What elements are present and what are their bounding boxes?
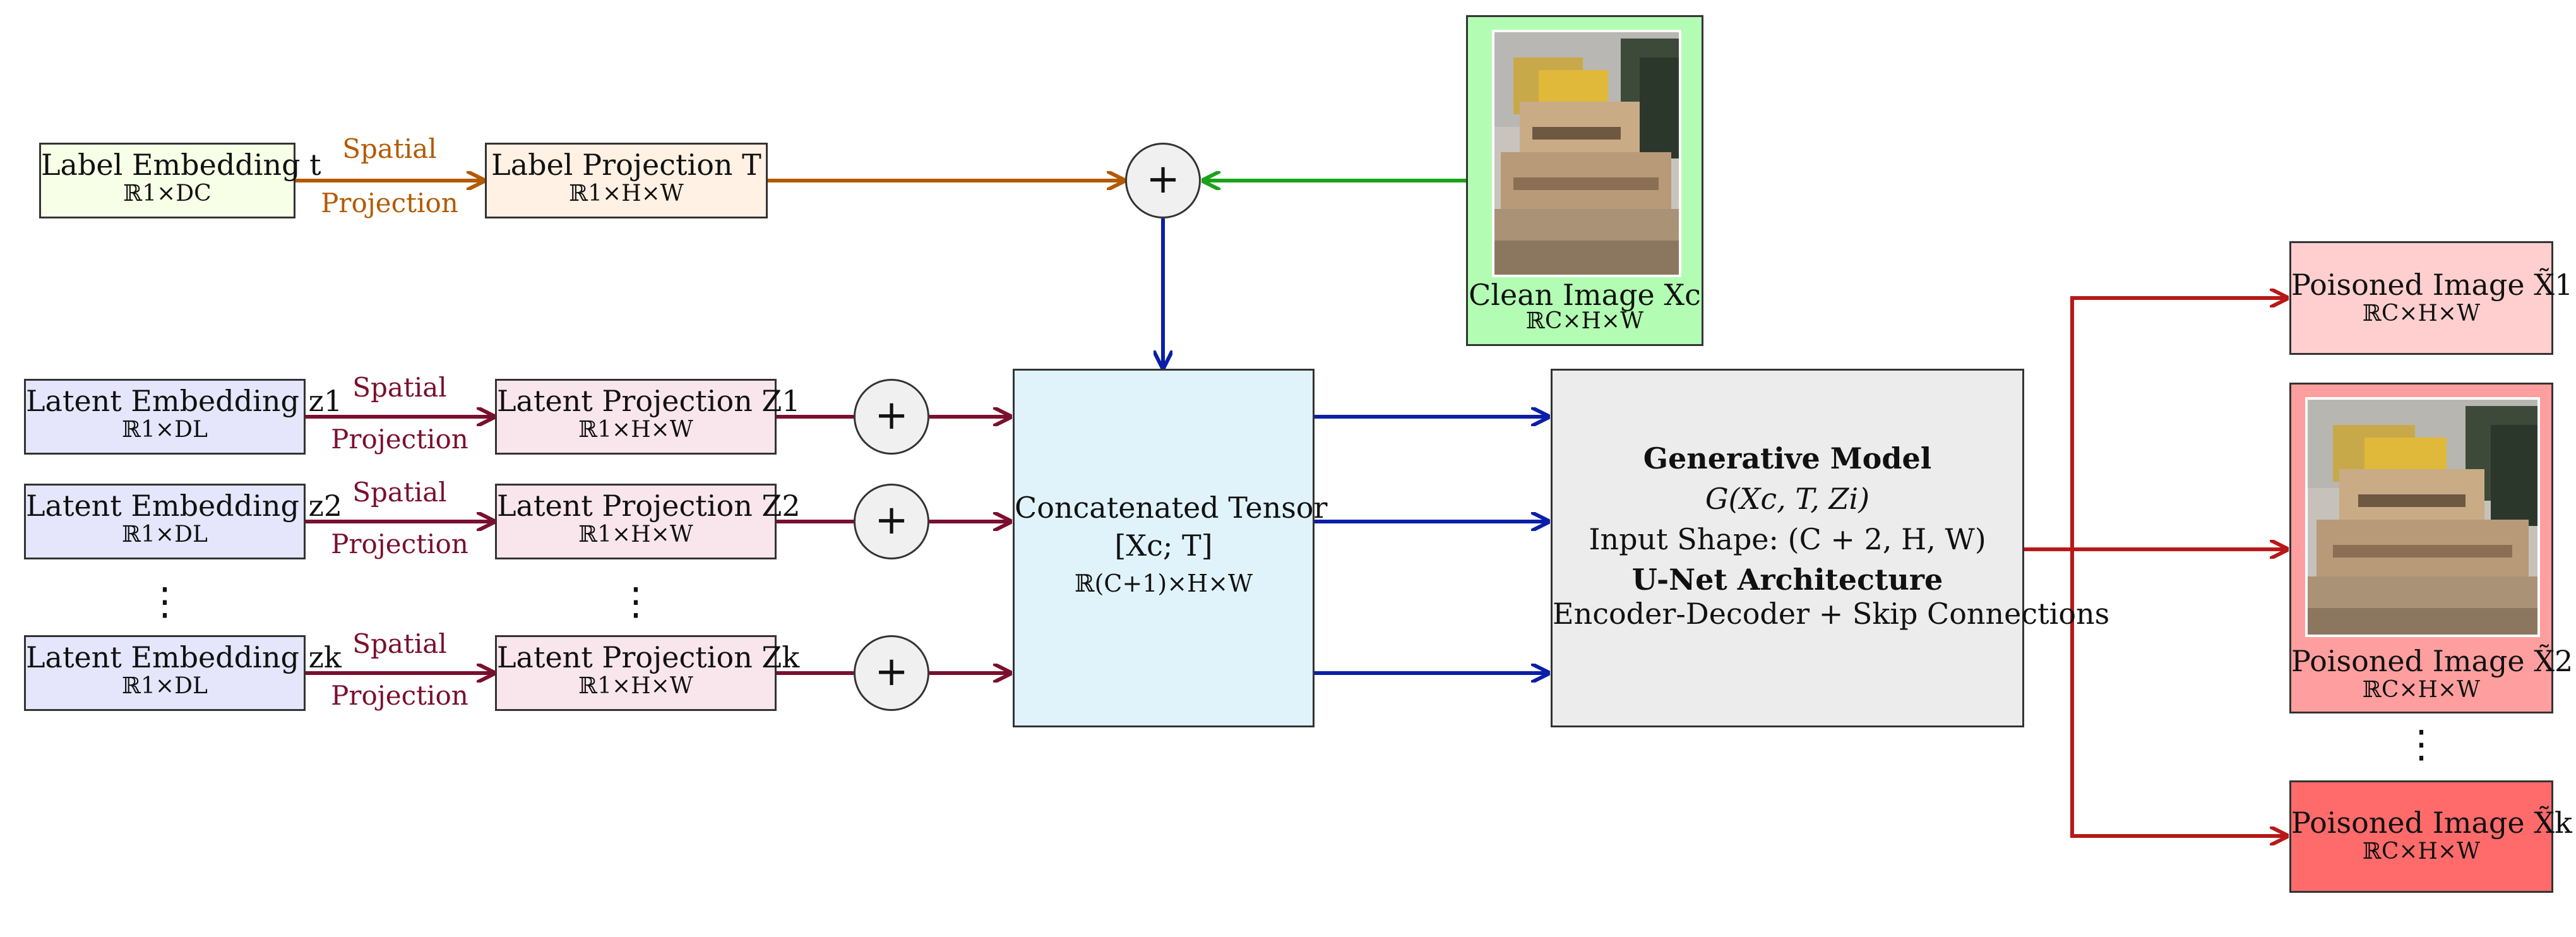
label-embedding-dim: ℝ1×DC: [123, 181, 212, 206]
latent-embedding-k-dim: ℝ1×DL: [122, 673, 208, 699]
poisoned-image-2-thumbnail: [2305, 397, 2540, 637]
label-projection-title: Label Projection T: [491, 148, 761, 182]
latent-embedding-k-title: Latent Embedding zk: [26, 640, 342, 674]
latent-projection-2-title: Latent Projection Z2: [497, 489, 801, 523]
poisoned-image-2-title: Poisoned Image X̃2: [2291, 644, 2573, 678]
latent-projection-2-dim: ℝ1×H×W: [578, 522, 693, 547]
latent-embedding-vdots: ⋮: [146, 580, 184, 624]
concat-formula: [Xc; T]: [1114, 528, 1213, 563]
clean-image-thumbnail: [1492, 30, 1681, 277]
latent-embedding-k-box: Latent Embedding zk ℝ1×DL: [24, 635, 342, 711]
latent-plus-2-node: +: [854, 484, 929, 559]
latent-arrow-1-bottom: Projection: [331, 424, 468, 455]
latent-embedding-1-dim: ℝ1×DL: [122, 417, 208, 443]
latent-plus-k-node: +: [854, 635, 929, 711]
latent-embedding-1-title: Latent Embedding z1: [26, 384, 343, 418]
latent-plus-1-node: +: [854, 379, 929, 455]
latent-embedding-2-title: Latent Embedding z2: [26, 489, 343, 523]
latent-arrow-2-bottom: Projection: [331, 528, 468, 559]
arrow-generative-to-poisoned-k: [2070, 549, 2287, 836]
generative-architecture-detail: Encoder-Decoder + Skip Connections: [1553, 597, 2110, 631]
latent-arrow-k-bottom: Projection: [331, 680, 468, 711]
poisoned-image-k-title: Poisoned Image X̃k: [2291, 806, 2572, 840]
generative-formula: G(Xc, T, Zi): [1705, 482, 1870, 516]
latent-arrow-1-top: Spatial: [352, 372, 447, 403]
latent-projection-k-title: Latent Projection Zk: [497, 640, 800, 674]
generative-input-shape: Input Shape: (C + 2, H, W): [1589, 522, 1986, 556]
latent-embedding-2-box: Latent Embedding z2 ℝ1×DL: [24, 484, 343, 559]
latent-projection-vdots: ⋮: [617, 580, 655, 624]
clean-image-title: Clean Image Xc: [1469, 278, 1701, 312]
concatenated-tensor-box: Concatenated Tensor [Xc; T] ℝ(C+1)×H×W: [1013, 369, 1328, 727]
concat-dim: ℝ(C+1)×H×W: [1074, 570, 1253, 597]
clean-image-box: Clean Image Xc ℝC×H×W: [1466, 15, 1703, 346]
poisoned-image-2-dim: ℝC×H×W: [2362, 677, 2481, 703]
poisoned-boat-image: [2308, 400, 2537, 635]
poisoned-image-1-dim: ℝC×H×W: [2362, 301, 2481, 326]
latent-projection-1-title: Latent Projection Z1: [497, 384, 801, 418]
label-embedding-box: Label Embedding t ℝ1×DC: [39, 143, 321, 218]
boat-image: [1494, 32, 1679, 275]
generative-title: Generative Model: [1643, 441, 1932, 475]
generative-model-box: Generative Model G(Xc, T, Zi) Input Shap…: [1551, 369, 2110, 727]
poisoned-image-k-box: Poisoned Image X̃k ℝC×H×W: [2289, 780, 2572, 893]
poisoned-image-1-title: Poisoned Image X̃1: [2291, 268, 2573, 302]
concat-title: Concatenated Tensor: [1015, 491, 1328, 525]
poisoned-vdots: ⋮: [2402, 722, 2440, 767]
poisoned-image-2-box: Poisoned Image X̃2 ℝC×H×W: [2289, 383, 2573, 713]
top-plus-node: +: [1125, 143, 1201, 218]
latent-projection-2-box: Latent Projection Z2 ℝ1×H×W: [495, 484, 801, 559]
latent-embedding-2-dim: ℝ1×DL: [122, 522, 208, 547]
arrow-generative-to-poisoned-1: [2070, 298, 2287, 549]
label-projection-dim: ℝ1×H×W: [569, 181, 684, 206]
latent-arrow-k-top: Spatial: [352, 628, 447, 659]
poisoned-image-k-dim: ℝC×H×W: [2362, 839, 2481, 864]
latent-projection-1-dim: ℝ1×H×W: [578, 417, 693, 443]
latent-projection-1-box: Latent Projection Z1 ℝ1×H×W: [495, 379, 801, 455]
generative-architecture: U-Net Architecture: [1631, 563, 1943, 597]
label-embedding-title: Label Embedding t: [41, 148, 321, 182]
label-arrow-top: Spatial: [342, 133, 437, 164]
poisoned-image-1-box: Poisoned Image X̃1 ℝC×H×W: [2289, 241, 2573, 355]
latent-arrow-2-top: Spatial: [352, 477, 447, 508]
latent-embedding-1-box: Latent Embedding z1 ℝ1×DL: [24, 379, 343, 455]
latent-projection-k-box: Latent Projection Zk ℝ1×H×W: [495, 635, 800, 711]
label-arrow-bottom: Projection: [321, 188, 458, 218]
latent-projection-k-dim: ℝ1×H×W: [578, 673, 693, 699]
clean-image-dim: ℝC×H×W: [1525, 308, 1644, 334]
label-projection-box: Label Projection T ℝ1×H×W: [485, 143, 768, 218]
